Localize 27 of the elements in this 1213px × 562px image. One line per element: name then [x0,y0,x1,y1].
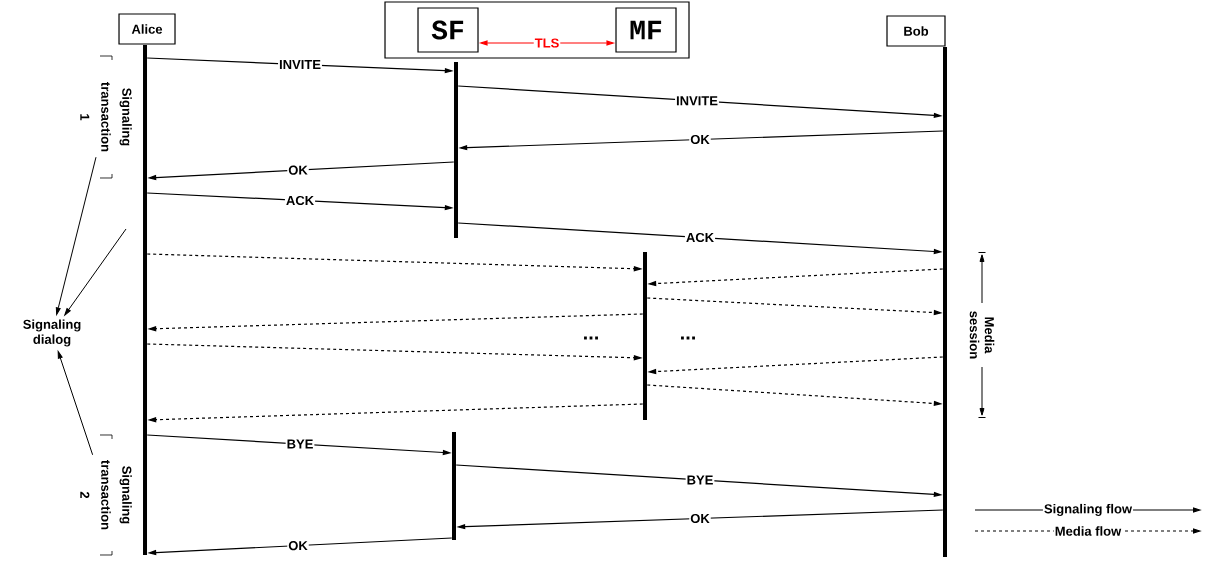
group-box [384,1,690,59]
edge-label: OK [689,512,711,525]
entity-box: MF [615,7,677,53]
arrow [57,350,94,456]
edge-label: ACK [684,231,716,244]
entity-box: SF [417,7,479,53]
dimension-label: Media session [967,303,997,367]
dialog-label: Signaling dialog [23,319,81,347]
participant-box: Bob [886,15,946,47]
arrow [55,156,97,315]
edge-label: OK [287,164,309,176]
transaction-label: Signaling transaction 1 [80,82,132,152]
ellipsis: ... [584,336,598,340]
edge-label: ACK [284,194,316,207]
arrow [64,228,127,316]
edge-label: BYE [285,438,315,450]
legend-text: Media flow [1053,525,1123,537]
transaction-label: Signaling transaction 2 [80,460,132,530]
edge-label: INVITE [675,95,719,107]
ellipsis: ... [681,336,695,340]
legend-text: Signaling flow [1042,502,1134,518]
edge-label: TLS [533,37,561,49]
participant-box: Alice [118,13,176,45]
edge-label: OK [689,133,711,146]
edge-label: OK [287,540,309,552]
edge-label: INVITE [278,59,322,70]
edge-label: BYE [685,474,715,486]
